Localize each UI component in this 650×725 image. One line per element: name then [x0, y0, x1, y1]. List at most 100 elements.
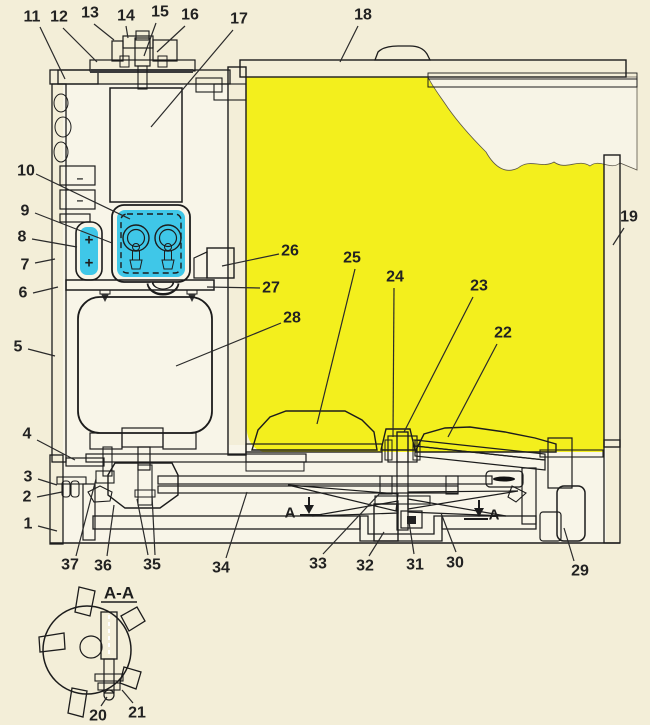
cutaway-break-region	[427, 76, 638, 171]
drain-spring	[539, 511, 562, 542]
right-outer-wall-lower	[603, 439, 621, 544]
laundry-center-mound	[380, 428, 416, 451]
leader-line-6	[32, 286, 59, 294]
callout-8: 8	[18, 229, 27, 246]
leader-line-22	[447, 343, 498, 438]
switch-plate-stack	[59, 165, 96, 223]
coil-left	[122, 224, 150, 270]
leader-line-15	[143, 22, 157, 57]
cap-bearing-right	[157, 55, 168, 68]
electric-motor	[77, 296, 213, 434]
section-hub	[42, 605, 132, 695]
tank-right-wall	[603, 154, 621, 448]
cap-gasket	[90, 69, 193, 73]
callout-26: 26	[281, 243, 299, 260]
leader-line-17	[150, 29, 234, 128]
callout-16: 16	[181, 7, 199, 24]
callout-21: 21	[128, 705, 146, 722]
annotation-–: –	[77, 171, 84, 185]
leader-line-16	[156, 25, 186, 53]
motor-foot-right	[162, 432, 197, 450]
callout-27: 27	[262, 280, 280, 297]
leader-line-11	[39, 26, 66, 80]
laundry-left-mound	[251, 410, 378, 451]
left-base-wall	[49, 454, 64, 545]
callout-32: 32	[356, 558, 374, 575]
leader-line-29	[563, 527, 575, 562]
leader-line-9	[34, 212, 113, 244]
cavity-right-wall	[521, 467, 537, 525]
leader-line-33	[322, 491, 382, 555]
tank	[227, 45, 638, 472]
laundry-load	[251, 410, 557, 453]
annotation-A-A: A-A	[104, 584, 134, 603]
callout-29: 29	[571, 563, 589, 580]
callout-34: 34	[212, 560, 230, 577]
section-pin	[103, 658, 115, 694]
left-outer-wall	[51, 83, 67, 463]
callout-35: 35	[143, 557, 161, 574]
leader-line-10	[35, 173, 131, 220]
leader-line-28	[175, 322, 282, 367]
under-tank-mechanism	[56, 431, 604, 541]
callout-28: 28	[283, 310, 301, 327]
cyan-reservoir-block	[109, 87, 183, 203]
leader-line-14	[125, 25, 129, 39]
callout-2: 2	[23, 489, 32, 506]
callout-13: 13	[81, 5, 99, 22]
annotation-A: A	[489, 507, 500, 524]
motor-foot-left	[89, 432, 123, 450]
callout-5: 5	[14, 339, 23, 356]
leader-line-1	[37, 525, 58, 532]
leader-line-24	[392, 287, 395, 438]
callout-9: 9	[21, 203, 30, 220]
callout-4: 4	[23, 426, 32, 443]
bracket-slot	[493, 476, 515, 482]
leader-line-35	[151, 494, 156, 556]
rim-lip	[427, 78, 638, 88]
leader-line-36	[106, 504, 115, 557]
leader-line-25	[316, 268, 356, 425]
callout-23: 23	[470, 278, 488, 295]
callout-1: 1	[24, 516, 33, 533]
callout-15: 15	[151, 4, 169, 21]
callout-17: 17	[230, 11, 248, 28]
callout-19: 19	[620, 209, 638, 226]
shaft-nut	[400, 510, 423, 529]
leader-line-7	[34, 258, 56, 264]
drain-hose	[556, 485, 586, 542]
left-wall-flange	[49, 69, 99, 85]
section-tab-upper	[94, 673, 124, 682]
cap-stem-tube	[137, 65, 148, 90]
callout-25: 25	[343, 250, 361, 267]
section-cut-marks	[300, 497, 488, 520]
tank-lid	[239, 59, 627, 78]
annotation-–: –	[77, 193, 84, 207]
leader-line-5	[27, 348, 56, 357]
drive-rod-1	[157, 475, 493, 485]
interior-backdrops	[63, 84, 606, 543]
callout-22: 22	[494, 325, 512, 342]
leader-line-23	[403, 296, 474, 433]
annotation-A: A	[285, 505, 296, 522]
section-bore	[79, 635, 103, 659]
leader-line-12	[62, 27, 98, 63]
tank-water	[246, 77, 604, 452]
leader-line-18	[339, 25, 359, 63]
leader-line-20	[100, 696, 108, 707]
leader-line-3	[37, 478, 58, 486]
motor-compartment	[49, 30, 247, 545]
leader-line-35	[136, 498, 149, 556]
leader-line-2	[36, 491, 63, 498]
callout-11: 11	[24, 9, 41, 26]
ribbed-coupling	[95, 470, 115, 484]
cap-shaft	[134, 37, 151, 67]
leader-line-19	[612, 227, 625, 246]
base-and-drain	[50, 437, 621, 544]
callout-33: 33	[309, 556, 327, 573]
annotation-+: +	[85, 232, 94, 249]
callout-36: 36	[94, 558, 112, 575]
lid-handle-bump	[374, 45, 432, 61]
